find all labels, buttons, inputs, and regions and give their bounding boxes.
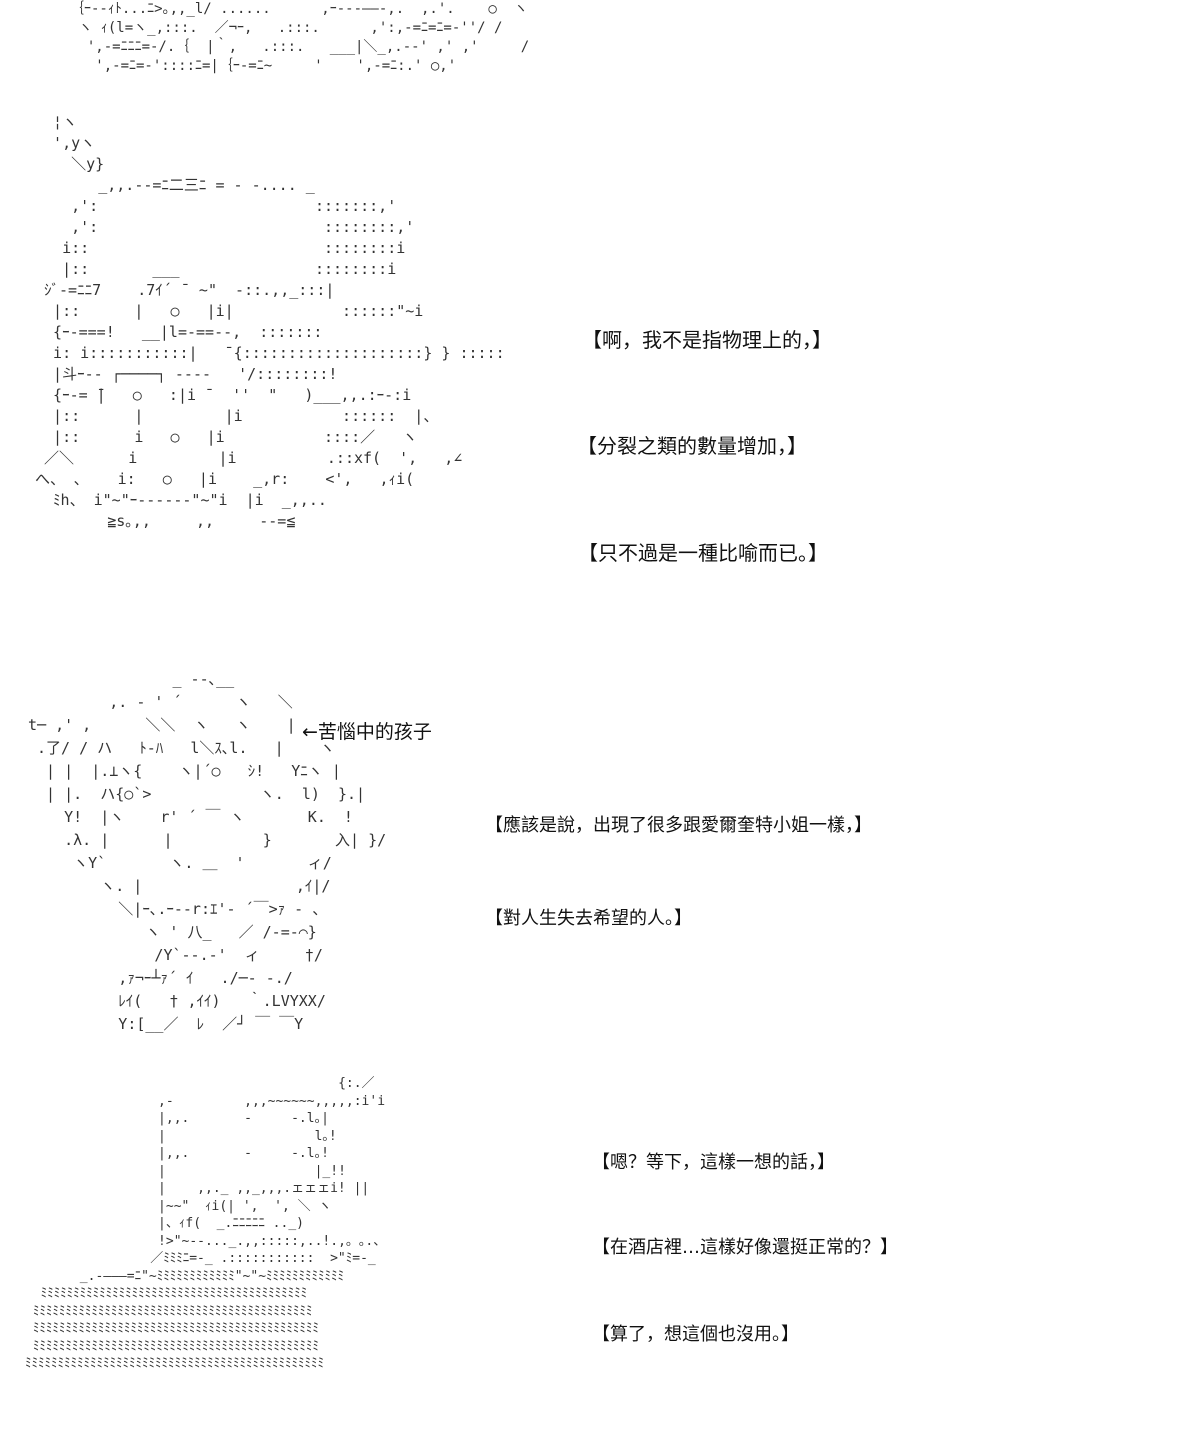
dialogue-line: 【對人生失去希望的人。】 <box>485 908 692 929</box>
dialogue-line: 【分裂之類的數量增加，】 <box>577 434 807 458</box>
dialogue-line: 【啊，我不是指物理上的，】 <box>582 328 832 352</box>
dialogue-line: 【在酒店裡…這樣好像還挺正常的？】 <box>592 1237 898 1258</box>
dialogue-line: 【應該是說，出現了很多跟愛爾奎特小姐一樣，】 <box>485 815 872 836</box>
child-annotation-label: ←苦惱中的孩子 <box>302 721 432 743</box>
ascii-art-top-fragment: ｛ｰ-‐ｨﾄ...ﾆ>｡,,_l/ ...... ,ｰ‐-‐――-,. ,.'.… <box>70 1 530 74</box>
ascii-art-building-figure: {:.／ ,- ,,,~~~~~~,,,,,:i'i |,,. ‐ ‐.l｡| … <box>25 1076 387 1371</box>
ascii-art-helmet-figure: ¦ヽ ',yヽ ＼y} _,,.-‐=ﾆ二三ﾆ = ‐ ‐.... _ ,': … <box>35 113 505 530</box>
dialogue-line: 【嗯？等下，這樣一想的話，】 <box>592 1152 835 1173</box>
dialogue-line: 【只不過是一種比喻而已。】 <box>578 541 828 565</box>
ascii-art-child-figure: _ ‐-､__ ,. - ' ´ ヽ ＼ t─ ,' , ＼＼ ヽ ヽ | .了… <box>28 670 387 1033</box>
dialogue-line: 【算了，想這個也沒用。】 <box>592 1324 799 1345</box>
